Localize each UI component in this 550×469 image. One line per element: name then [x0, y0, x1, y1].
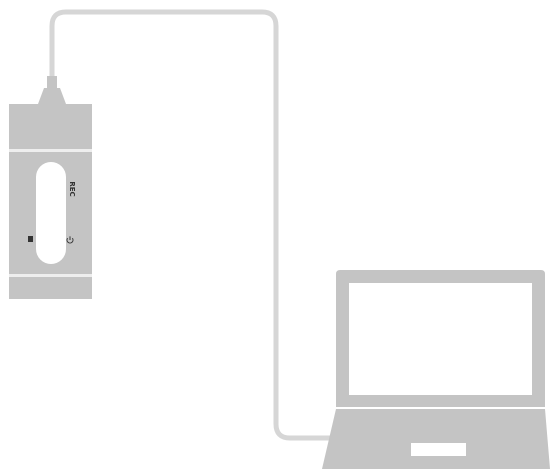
device-window: [36, 162, 66, 264]
laptop-hinge: [334, 407, 547, 409]
slot-indicator-icon: [28, 236, 33, 242]
recorder-device: REC: [9, 104, 92, 299]
device-bottom-cap: [9, 277, 92, 299]
device-top-cap: [9, 104, 92, 149]
usb-cable: [52, 12, 330, 438]
laptop-base: [322, 409, 550, 469]
cable-connector-neck: [47, 76, 57, 90]
laptop: [322, 270, 550, 469]
device-separator-top: [9, 149, 92, 152]
laptop-touchpad: [411, 443, 466, 456]
cable-connector: [38, 88, 66, 104]
device-separator-bottom: [9, 274, 92, 277]
rec-label: REC: [68, 181, 76, 196]
laptop-screen: [349, 283, 532, 395]
